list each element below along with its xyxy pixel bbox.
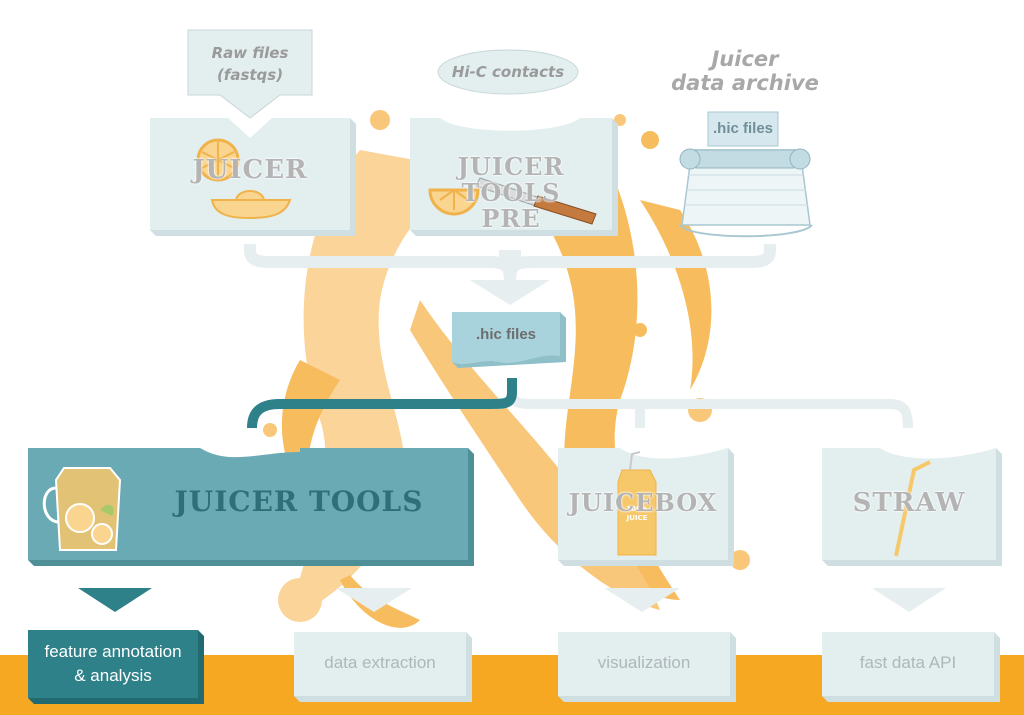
juicer-title: JUICER bbox=[192, 155, 308, 185]
archive-card-label: .hic files bbox=[712, 120, 774, 137]
arrow-feature bbox=[78, 588, 152, 612]
output-extraction-box bbox=[294, 632, 472, 702]
pitcher-icon bbox=[42, 467, 122, 551]
juicer-squeezer-icon bbox=[196, 138, 292, 220]
arrow-visualization bbox=[604, 588, 680, 612]
juicebox-title: JUICEBOX bbox=[568, 488, 718, 517]
rolodex-icon bbox=[679, 111, 813, 238]
output-extraction-label: data extraction bbox=[324, 653, 436, 672]
bottom-connectors bbox=[247, 378, 913, 429]
output-feature-label: feature annotation & analysis bbox=[44, 642, 182, 685]
top-merge-connector bbox=[244, 244, 776, 305]
output-visualization-box bbox=[558, 632, 736, 702]
juice-box-text: 100% JUICE bbox=[626, 505, 648, 522]
juice-box-icon bbox=[617, 451, 657, 556]
juicer-tools-pre-title: JUICER TOOLS PRE bbox=[457, 152, 565, 233]
hic-contacts-label: Hi-C contacts bbox=[451, 63, 565, 81]
juicer-tools-title: JUICER TOOLS bbox=[174, 485, 424, 518]
lemon-knife-icon bbox=[428, 177, 597, 225]
output-feature-box bbox=[28, 630, 204, 704]
archive-label: Juicer data archive bbox=[671, 47, 819, 95]
hub-hic-files bbox=[452, 312, 566, 368]
output-api-box bbox=[822, 632, 1000, 702]
straw-panel bbox=[822, 448, 1002, 566]
hic-contacts-oval bbox=[437, 49, 579, 95]
raw-files-callout bbox=[187, 29, 313, 119]
arrow-api bbox=[872, 588, 946, 612]
raw-files-label: Raw files (fastqs) bbox=[211, 44, 289, 84]
output-api-label: fast data API bbox=[859, 653, 957, 672]
straw-icon bbox=[894, 460, 931, 557]
hub-hic-label: .hic files bbox=[475, 326, 537, 343]
arrow-extraction bbox=[336, 588, 412, 612]
juicer-tools-panel bbox=[28, 448, 474, 566]
straw-title: STRAW bbox=[852, 488, 966, 518]
juicer-panel bbox=[150, 118, 356, 236]
output-visualization-label: visualization bbox=[597, 653, 691, 672]
